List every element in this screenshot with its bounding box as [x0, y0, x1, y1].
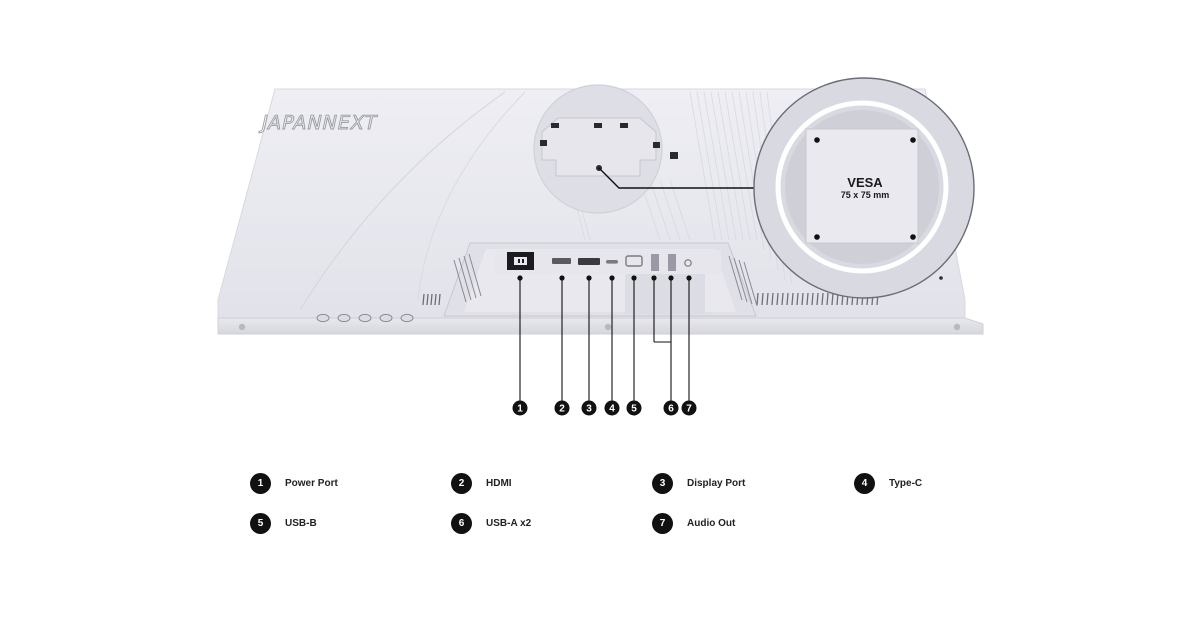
callout-number: 7 [686, 404, 692, 415]
callout-anchor-dots [517, 275, 692, 281]
legend-number: 5 [250, 512, 271, 534]
vesa-leader-line [598, 167, 760, 189]
callout-number: 3 [586, 404, 592, 415]
legend-label: HDMI [486, 477, 512, 489]
legend-item-power-port: 1 Power Port [250, 472, 338, 494]
callout-number: 1 [517, 404, 523, 415]
callout-number: 4 [609, 404, 615, 415]
legend-number: 6 [451, 512, 472, 534]
vesa-screw-hole [910, 234, 916, 240]
legend-item-usb-a: 6 USB-A x2 [451, 512, 531, 534]
brand-logo: JAPANNEXT [259, 111, 380, 134]
osd-buttons [316, 313, 414, 323]
type-c-port-icon [606, 260, 618, 264]
vesa-zoom-circle: VESA 75 x 75 mm [753, 77, 975, 299]
legend-item-hdmi: 2 HDMI [451, 472, 512, 494]
callout-badge-6: 6 [663, 400, 679, 416]
audio-port-icon [684, 259, 692, 267]
vesa-title: VESA [847, 175, 883, 190]
legend-label: Audio Out [687, 517, 736, 529]
legend-number: 2 [451, 472, 472, 494]
legend-item-display-port: 3 Display Port [652, 472, 745, 494]
screw-icon [953, 323, 961, 331]
legend-label: Type-C [889, 477, 923, 489]
usb-a-port-icon [651, 254, 659, 271]
legend-item-audio-out: 7 Audio Out [652, 512, 735, 534]
callout-number: 6 [668, 404, 674, 415]
legend-number: 1 [250, 472, 271, 494]
displayport-icon [578, 258, 600, 265]
legend-number: 4 [854, 472, 875, 494]
callout-badge-2: 2 [554, 400, 570, 416]
callout-badge-5: 5 [626, 400, 642, 416]
vesa-screw-hole [814, 234, 820, 240]
callout-number: 5 [631, 404, 637, 415]
legend-label: Power Port [285, 477, 338, 489]
vesa-screw-hole [910, 137, 916, 143]
legend-number: 7 [652, 512, 673, 534]
callout-leaders [519, 278, 690, 401]
usb-a-port-icon [668, 254, 676, 271]
legend-label: Display Port [687, 477, 746, 489]
legend-item-usb-b: 5 USB-B [250, 512, 317, 534]
legend-item-type-c: 4 Type-C [854, 472, 922, 494]
vesa-mount-recess [533, 84, 678, 214]
screw-icon [238, 323, 246, 331]
vesa-size: 75 x 75 mm [841, 190, 890, 200]
legend-label: USB-B [285, 517, 317, 529]
usb-b-port-icon [625, 255, 643, 267]
callout-number: 2 [559, 404, 565, 415]
io-port-bay [443, 242, 758, 317]
legend-number: 3 [652, 472, 673, 494]
callout-badge-7: 7 [681, 400, 697, 416]
kensington-lock-icon [939, 276, 943, 280]
screw-icon [604, 323, 612, 331]
vesa-screw-hole [814, 137, 820, 143]
callout-badge-3: 3 [581, 400, 597, 416]
hdmi-port-icon [552, 258, 571, 264]
callout-badge-4: 4 [604, 400, 620, 416]
legend-label: USB-A x2 [486, 517, 532, 529]
callout-badge-1: 1 [512, 400, 528, 416]
